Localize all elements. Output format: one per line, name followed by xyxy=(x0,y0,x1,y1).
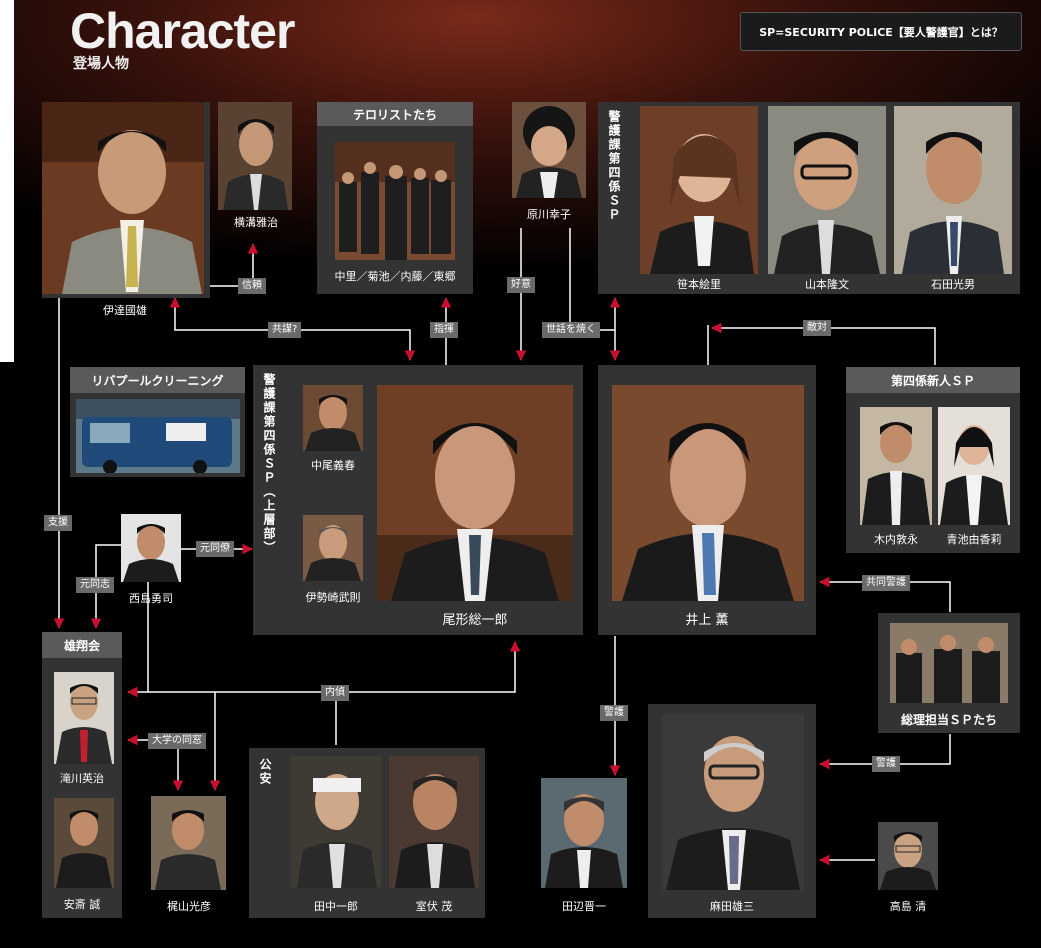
yushokai-header: 雄翔会 xyxy=(42,632,122,658)
anzai-name: 安斎 誠 xyxy=(63,898,101,911)
tag-naitei: 内偵 xyxy=(321,685,349,701)
ogata-photo[interactable] xyxy=(377,385,573,601)
kajiyama-name: 梶山光彦 xyxy=(167,900,211,913)
sp4-label: 警護課第四係ＳＰ xyxy=(607,110,621,222)
tag-shinrai: 信頼 xyxy=(238,278,266,294)
isezaki-photo[interactable] xyxy=(303,515,363,581)
pm-sp-panel: 総理担当ＳＰたち xyxy=(878,613,1020,733)
sasamoto-photo[interactable] xyxy=(640,106,758,274)
page-title: Character xyxy=(70,3,295,59)
nishijima-photo[interactable] xyxy=(121,514,181,582)
takashima-photo[interactable] xyxy=(878,822,938,890)
terrorists-panel: テロリストたち 中里／菊池／内藤／東郷 xyxy=(317,102,473,294)
tag-daigaku: 大学の同窓 xyxy=(148,733,206,749)
tag-moto-doshi: 元同志 xyxy=(76,577,114,593)
pm-sp-photo[interactable] xyxy=(890,623,1008,703)
date-panel xyxy=(42,102,210,298)
liverpool-photo[interactable] xyxy=(76,399,240,473)
newcomers-panel: 第四係新人ＳＰ 木内敦永 青池由香莉 xyxy=(846,367,1020,553)
aoike-name: 青池由香莉 xyxy=(946,533,1002,546)
date-photo[interactable] xyxy=(42,102,204,294)
inoue-panel: 井上 薫 xyxy=(598,365,816,635)
tanaka-photo[interactable] xyxy=(291,756,381,888)
tanabe-name: 田辺晋一 xyxy=(562,900,606,913)
sp4-panel: 警護課第四係ＳＰ 笹本絵里 山本隆文 石田光男 xyxy=(598,102,1020,294)
takigawa-photo[interactable] xyxy=(54,672,114,764)
koan-label: 公安 xyxy=(258,758,272,786)
yamamoto-name: 山本隆文 xyxy=(805,278,849,291)
asada-panel: 麻田雄三 xyxy=(648,704,816,918)
tanabe-photo[interactable] xyxy=(541,778,627,888)
tag-kyobo: 共謀? xyxy=(268,322,302,338)
aoike-photo[interactable] xyxy=(938,407,1010,525)
ogata-name: 尾形総一郎 xyxy=(442,613,508,628)
date-name: 伊達國雄 xyxy=(103,304,147,317)
tag-shiki: 指揮 xyxy=(430,322,458,338)
liverpool-panel: リバプールクリーニング xyxy=(70,367,245,477)
tag-tekitai: 敵対 xyxy=(803,320,831,336)
tag-shien: 支援 xyxy=(44,515,72,531)
newcomers-header: 第四係新人ＳＰ xyxy=(846,367,1020,393)
tag-moto-doryo: 元同僚 xyxy=(196,541,234,557)
anzai-photo[interactable] xyxy=(54,798,114,888)
isezaki-name: 伊勢崎武則 xyxy=(305,591,361,604)
harakawa-photo[interactable] xyxy=(512,102,586,198)
tanaka-name: 田中一郎 xyxy=(314,900,358,913)
takashima-name: 高島 清 xyxy=(889,900,927,913)
asada-photo[interactable] xyxy=(662,714,804,890)
ishida-photo[interactable] xyxy=(894,106,1012,274)
murofushi-name: 室伏 茂 xyxy=(415,900,453,913)
terrorists-photo[interactable] xyxy=(335,142,455,260)
koan-panel: 公安 田中一郎 室伏 茂 xyxy=(249,748,485,918)
page-subtitle: 登場人物 xyxy=(73,56,129,72)
murofushi-photo[interactable] xyxy=(389,756,479,888)
tag-keigo-tanabe: 警護 xyxy=(600,705,628,721)
tag-sewa: 世話を焼く xyxy=(542,322,600,338)
kiuchi-photo[interactable] xyxy=(860,407,932,525)
nishijima-name: 西島勇司 xyxy=(129,592,173,605)
pm-sp-header: 総理担当ＳＰたち xyxy=(900,713,997,727)
yokomizo-name: 横溝雅治 xyxy=(234,216,278,229)
takigawa-name: 滝川英治 xyxy=(60,772,104,785)
nakao-name: 中尾義春 xyxy=(311,459,355,472)
harakawa-name: 原川幸子 xyxy=(527,208,571,221)
asada-name: 麻田雄三 xyxy=(710,900,754,913)
liverpool-header: リバプールクリーニング xyxy=(70,367,245,393)
ishida-name: 石田光男 xyxy=(931,278,975,291)
sp-definition-link[interactable]: SP=SECURITY POLICE【要人警護官】とは？ xyxy=(740,12,1022,51)
terrorists-header: テロリストたち xyxy=(317,102,473,126)
sp4-upper-panel: 警護課第四係ＳＰ（上層部） 中尾義春 伊勢崎武則 尾形総一郎 xyxy=(253,365,583,635)
kajiyama-photo[interactable] xyxy=(151,796,226,890)
kiuchi-name: 木内敦永 xyxy=(874,533,918,546)
sp4-upper-label: 警護課第四係ＳＰ（上層部） xyxy=(262,373,276,555)
tag-kyodo-keigo: 共同警護 xyxy=(862,575,910,591)
tag-koi: 好意 xyxy=(507,277,535,293)
inoue-photo[interactable] xyxy=(612,385,804,601)
yamamoto-photo[interactable] xyxy=(768,106,886,274)
sasamoto-name: 笹本絵里 xyxy=(677,278,721,291)
nakao-photo[interactable] xyxy=(303,385,363,451)
tag-keigo-asada: 警護 xyxy=(872,756,900,772)
yokomizo-photo[interactable] xyxy=(218,102,292,210)
inoue-name: 井上 薫 xyxy=(685,613,729,628)
terrorists-names: 中里／菊池／内藤／東郷 xyxy=(334,270,456,283)
yushokai-panel: 雄翔会 滝川英治 安斎 誠 xyxy=(42,632,122,918)
